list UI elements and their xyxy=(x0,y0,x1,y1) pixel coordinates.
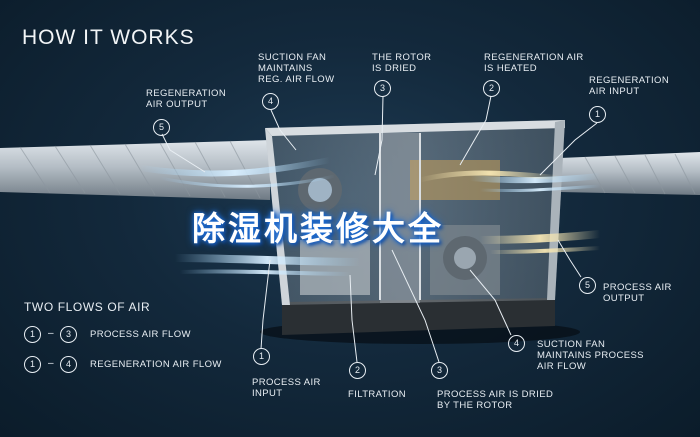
callout-number: 4 xyxy=(262,93,279,110)
legend-title: TWO FLOWS OF AIR xyxy=(24,300,151,314)
legend-row-regeneration: 1 – 4 REGENERATION AIR FLOW xyxy=(24,356,234,374)
legend-from-number: 1 xyxy=(24,356,41,373)
leader-lines xyxy=(161,95,598,363)
callout-number: 1 xyxy=(589,106,606,123)
legend-dash: – xyxy=(48,358,54,369)
page-title: HOW IT WORKS xyxy=(22,26,195,49)
callout-regeneration-air-output: REGENERATION AIR OUTPUT xyxy=(146,88,227,110)
callout-number: 1 xyxy=(253,348,270,365)
callout-regeneration-heated: REGENERATION AIR IS HEATED xyxy=(484,52,584,74)
legend-from-number: 1 xyxy=(24,326,41,343)
callout-number: 5 xyxy=(579,277,596,294)
callout-number: 2 xyxy=(349,362,366,379)
callout-suction-fan-reg: SUCTION FAN MAINTAINS REG. AIR FLOW xyxy=(258,52,335,85)
callout-number: 4 xyxy=(508,335,525,352)
callout-filtration: FILTRATION xyxy=(348,389,407,400)
callout-number: 3 xyxy=(431,362,448,379)
legend-dash: – xyxy=(48,328,54,339)
air-flow-arrows xyxy=(139,157,601,276)
callout-process-air-output: PROCESS AIR OUTPUT xyxy=(603,282,672,304)
callout-suction-fan-process: SUCTION FAN MAINTAINS PROCESS AIR FLOW xyxy=(537,339,644,372)
callout-regeneration-air-input: REGENERATION AIR INPUT xyxy=(589,75,670,97)
watermark-text: 除湿机装修大全 xyxy=(192,209,444,248)
callout-number: 2 xyxy=(483,80,500,97)
left-duct xyxy=(0,140,270,200)
callout-number: 5 xyxy=(153,119,170,136)
callout-process-air-input: PROCESS AIR INPUT xyxy=(252,377,321,399)
callout-process-air-dried: PROCESS AIR IS DRIED BY THE ROTOR xyxy=(437,389,554,411)
legend-to-number: 4 xyxy=(60,356,77,373)
callout-number: 3 xyxy=(374,80,391,97)
callout-rotor-dried: THE ROTOR IS DRIED xyxy=(372,52,432,74)
legend-label: PROCESS AIR FLOW xyxy=(90,329,191,340)
legend-row-process: 1 – 3 PROCESS AIR FLOW xyxy=(24,326,224,344)
legend-label: REGENERATION AIR FLOW xyxy=(90,359,222,370)
legend-to-number: 3 xyxy=(60,326,77,343)
